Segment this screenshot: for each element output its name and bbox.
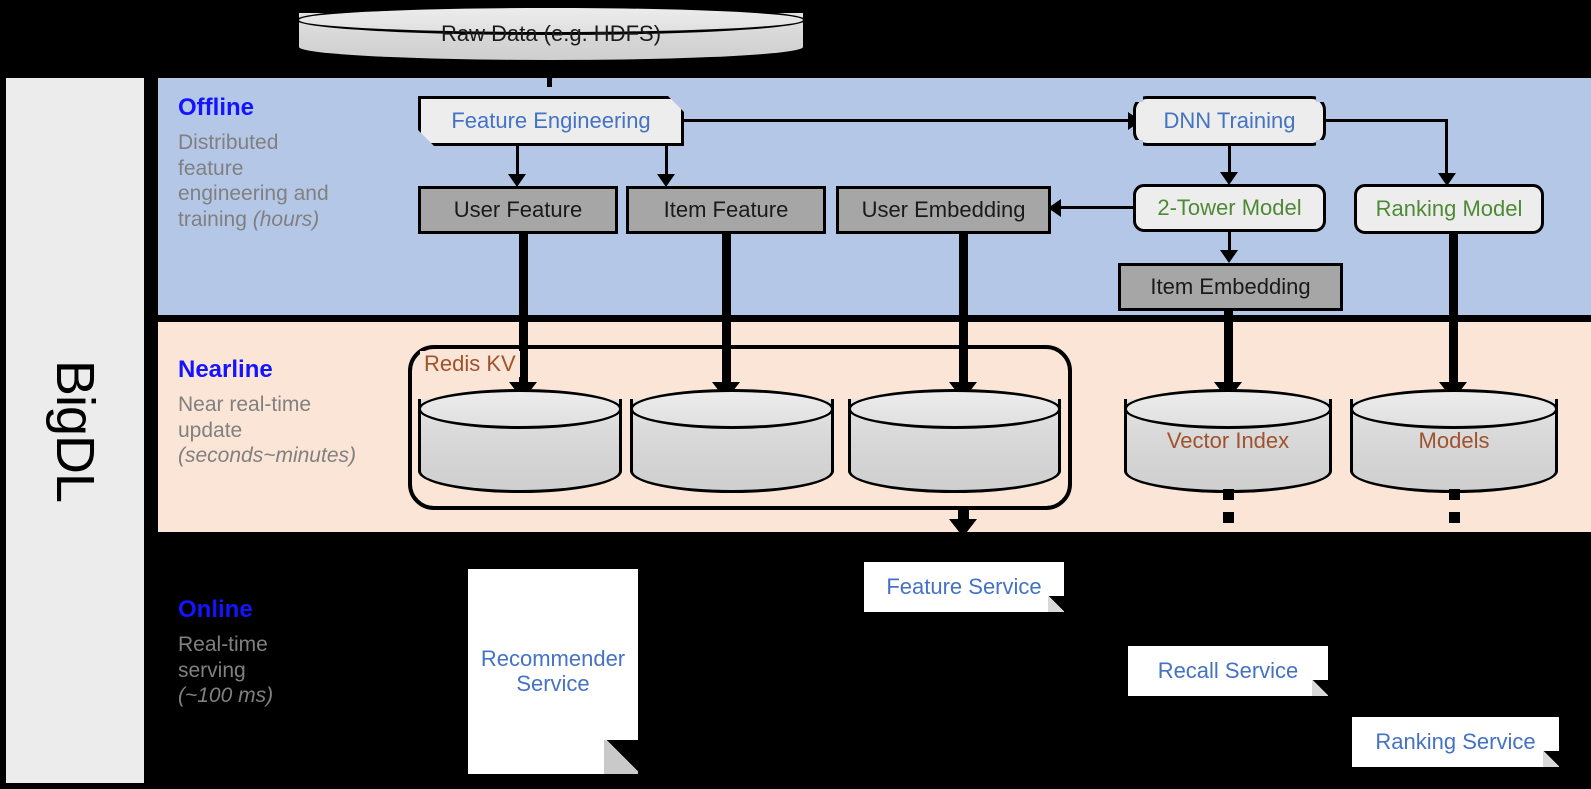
arrowhead-dnn-ranking (1438, 173, 1456, 186)
arrowhead-dnn-twotower (1220, 172, 1238, 185)
dnn-training-node[interactable]: DNN Training (1133, 96, 1326, 146)
feature-engineering-node[interactable]: Feature Engineering (418, 96, 684, 146)
bigdl-sidebar-panel: BigDL (6, 78, 144, 783)
arrowhead-twotower-itememb (1220, 250, 1238, 263)
item-feature-label: Item Feature (663, 196, 789, 222)
pipe-itemfeature-redis (722, 234, 731, 389)
cylinder-top (1350, 389, 1558, 429)
nearline-subtitle: Near real-time update (seconds~minutes) (178, 393, 356, 468)
user-feature-label: User Feature (453, 196, 583, 222)
dash-vectorindex-2 (1223, 512, 1234, 523)
dnn-training-label: DNN Training (1163, 107, 1296, 133)
models-cylinder[interactable]: Models (1350, 389, 1558, 493)
models-label: Models (1418, 428, 1490, 453)
item-feature-node[interactable]: Item Feature (626, 186, 826, 234)
recommender-service-label-line1: Recommender (480, 646, 626, 672)
raw-data-cylinder: Raw Data (e.g. HDFS) (296, 5, 806, 63)
feature-service-node[interactable]: Feature Service (864, 562, 1064, 612)
item-embedding-node[interactable]: Item Embedding (1118, 263, 1343, 311)
connector-twotower-userembedding (1055, 206, 1135, 209)
arrowhead-fe-itemfeature (657, 174, 675, 187)
pipe-userembedding-redis (959, 234, 968, 389)
pipe-userfeature-redis (519, 234, 528, 389)
raw-data-label: Raw Data (e.g. HDFS) (440, 21, 662, 46)
redis-cylinder-user-embedding[interactable] (848, 389, 1061, 493)
dash-models-1 (1449, 489, 1460, 500)
nearline-title: Nearline (178, 356, 273, 383)
online-subtitle: Real-time serving (~100 ms) (178, 633, 274, 708)
pipe-itemembedding-vectorindex (1224, 311, 1233, 389)
recall-service-node[interactable]: Recall Service (1128, 646, 1328, 696)
ranking-service-label: Ranking Service (1375, 728, 1536, 754)
user-embedding-label: User Embedding (861, 196, 1026, 222)
ranking-model-label: Ranking Model (1375, 195, 1523, 221)
cylinder-top (1124, 389, 1332, 429)
bigdl-label: BigDL (6, 78, 144, 783)
page-fold-icon (1312, 680, 1328, 696)
two-tower-model-node[interactable]: 2-Tower Model (1133, 184, 1326, 232)
cylinder-top (296, 5, 806, 35)
feature-engineering-label: Feature Engineering (451, 107, 651, 133)
user-embedding-node[interactable]: User Embedding (836, 186, 1051, 234)
online-band-label: Online Real-time serving (~100 ms) (178, 598, 398, 709)
pipe-rankingmodel-models (1449, 234, 1458, 389)
online-title: Online (178, 596, 253, 623)
arrowhead-userembedding-featureservice (949, 519, 977, 537)
redis-kv-group (408, 345, 1072, 510)
bigdl-label-text: BigDL (45, 359, 106, 502)
arrowhead-rawdata-fe (537, 62, 565, 80)
redis-cylinder-user-feature[interactable] (418, 389, 622, 493)
two-tower-model-label: 2-Tower Model (1157, 194, 1302, 220)
connector-dnn-ranking-h (1326, 119, 1448, 122)
arrowhead-fe-userfeature (508, 174, 526, 187)
feature-service-label: Feature Service (886, 573, 1042, 599)
connector-fe-userfeature (516, 146, 519, 178)
page-fold-icon (604, 740, 638, 774)
vector-index-cylinder[interactable]: Vector Index (1124, 389, 1332, 493)
connector-twotower-itememb (1228, 232, 1231, 254)
redis-kv-label: Redis KV (420, 351, 520, 377)
dash-vectorindex-1 (1223, 489, 1234, 500)
recall-service-label: Recall Service (1157, 657, 1299, 683)
vector-index-label: Vector Index (1166, 428, 1290, 453)
page-fold-icon (1543, 751, 1559, 767)
nearline-band-label: Nearline Near real-time update (seconds~… (178, 358, 413, 469)
dash-models-2 (1449, 512, 1460, 523)
page-fold-icon (1048, 596, 1064, 612)
connector-fe-itemfeature (665, 146, 668, 178)
connector-fe-dnn (684, 119, 1131, 122)
cylinder-top (848, 389, 1061, 429)
recommender-service-node[interactable]: Recommender Service (468, 569, 638, 774)
cylinder-top (630, 389, 834, 429)
ranking-service-node[interactable]: Ranking Service (1352, 717, 1559, 767)
connector-dnn-twotower (1228, 146, 1231, 176)
user-feature-node[interactable]: User Feature (418, 186, 618, 234)
offline-title: Offline (178, 94, 254, 121)
redis-cylinder-item-feature[interactable] (630, 389, 834, 493)
cylinder-top (418, 389, 622, 429)
arrowhead-twotower-userembedding (1048, 199, 1061, 217)
ranking-model-node[interactable]: Ranking Model (1354, 184, 1544, 234)
dash-userembedding-featureservice (958, 508, 969, 519)
offline-subtitle: Distributed feature engineering and trai… (178, 131, 329, 231)
item-embedding-label: Item Embedding (1150, 273, 1311, 299)
offline-band-label: Offline Distributed feature engineering … (178, 96, 398, 232)
connector-dnn-ranking-v (1445, 119, 1448, 177)
recommender-service-label-line2: Service (516, 670, 590, 696)
